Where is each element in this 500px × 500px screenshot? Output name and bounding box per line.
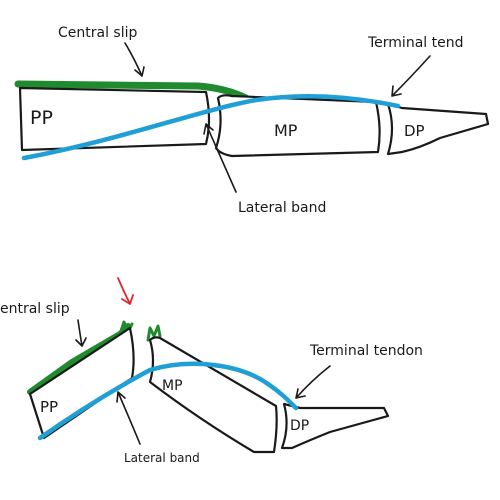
terminal-tendon-label: Terminal tendon [309, 343, 423, 359]
central-slip-arrow [75, 319, 87, 347]
central-slip-torn-end-right [146, 324, 162, 342]
proximal-phalanx-bone [18, 86, 211, 152]
normal-finger-diagram: PP MP DP Central slip Terminal tend Late… [14, 25, 490, 216]
terminal-tendon-arrow [391, 55, 431, 97]
pp-label: PP [40, 398, 58, 416]
lateral-band-arrow [203, 123, 237, 193]
distal-phalanx-bone [386, 102, 490, 156]
injury-arrow [117, 277, 134, 305]
lateral-band-tendon [21, 93, 401, 161]
injured-finger-diagram: PP MP DP entral slip Terminal tendon Lat… [0, 277, 423, 465]
central-slip-label: entral slip [0, 301, 70, 317]
mp-label: MP [274, 121, 298, 140]
lateral-band-arrow [116, 391, 141, 445]
terminal-tendon-label: Terminal tend [367, 35, 463, 51]
lateral-band-label: Lateral band [238, 200, 326, 216]
dp-label: DP [290, 418, 309, 434]
central-slip-label: Central slip [58, 25, 137, 41]
mp-label: MP [162, 378, 183, 394]
pp-label: PP [30, 107, 53, 129]
distal-phalanx-bone [280, 402, 390, 450]
lateral-band-tendon [37, 361, 299, 441]
middle-phalanx-bone [214, 94, 381, 158]
dp-label: DP [404, 122, 425, 140]
middle-phalanx-bone [148, 336, 278, 454]
terminal-tendon-arrow [295, 365, 331, 399]
central-slip-tendon-ruptured [27, 323, 131, 395]
lateral-band-label: Lateral band [124, 451, 200, 465]
central-slip-arrow [124, 42, 145, 77]
